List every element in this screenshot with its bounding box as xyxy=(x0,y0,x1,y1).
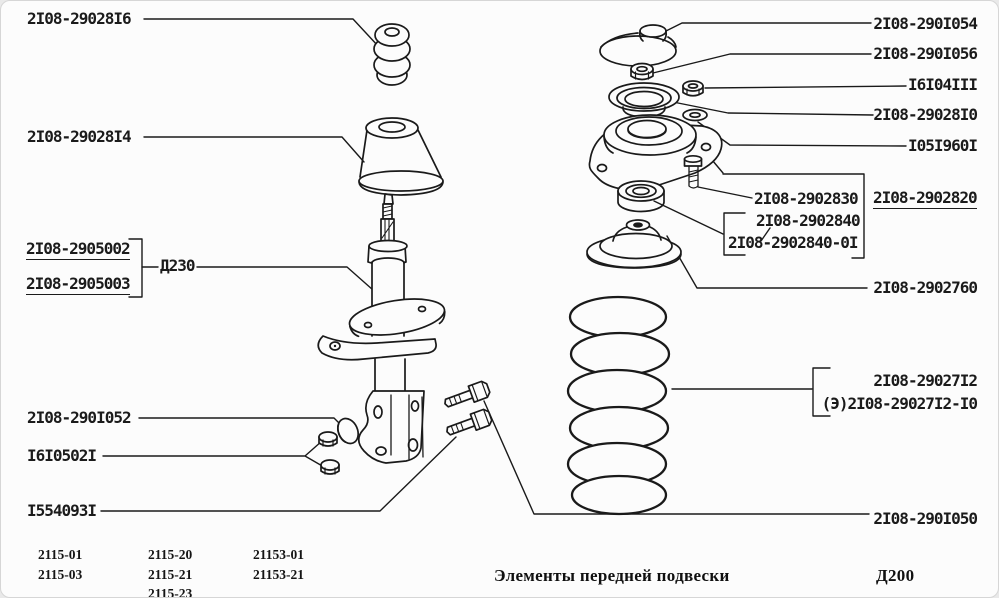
model-code: 2115-01 xyxy=(38,547,83,562)
part-label-flat-washer: I05I960I xyxy=(907,136,978,155)
protective-cap xyxy=(599,24,677,67)
part-label-support-washer: 2I08-29028I0 xyxy=(873,105,978,124)
part-label-strut-1: 2I08-2905002 xyxy=(26,239,131,260)
strut-mount xyxy=(588,114,723,191)
part-label-bump-stop: 2I08-29028I6 xyxy=(27,9,132,28)
model-code: 2115-20 xyxy=(148,547,193,562)
mount-bolt xyxy=(683,154,703,189)
coil-spring xyxy=(566,295,671,516)
part-label-nut-top: 2I08-290I056 xyxy=(873,44,978,63)
diagram-caption: Элементы передней подвески xyxy=(494,566,730,585)
part-label-spring: 2I08-29027I2 xyxy=(873,371,978,390)
part-label-spring-seat: 2I08-2902760 xyxy=(873,278,978,297)
flat-washer xyxy=(682,108,708,122)
bearing xyxy=(617,180,665,213)
part-label-nut-small: I6I04III xyxy=(907,75,978,94)
strut xyxy=(317,193,446,464)
part-label-mount-assembly: 2I08-2902820 xyxy=(873,188,978,209)
top-nut xyxy=(630,62,654,81)
part-label-bolt-lower: I554093I xyxy=(27,501,97,520)
leader-lines xyxy=(100,18,907,515)
part-label-strut-ref: Д230 xyxy=(160,256,196,275)
support-washer xyxy=(608,82,680,118)
part-label-clamp-bolt: 2I08-290I050 xyxy=(873,509,978,528)
spring-seat xyxy=(586,219,682,269)
part-label-dust-boot: 2I08-29028I4 xyxy=(27,127,132,146)
part-label-mount-bolt: 2I08-2902830 xyxy=(754,189,859,208)
washer-cup xyxy=(336,417,360,445)
part-label-strut-2: 2I08-2905003 xyxy=(26,274,131,295)
part-label-nut-lower: I6I0502I xyxy=(27,446,97,465)
model-code: 2115-21 xyxy=(148,567,193,582)
part-label-spring-alt: (Э)2I08-29027I2-I0 xyxy=(821,394,978,413)
diagram-sheet-code: Д200 xyxy=(876,566,915,585)
dust-boot xyxy=(358,117,444,196)
part-label-bearing: 2I08-2902840 xyxy=(756,211,861,230)
lower-nuts xyxy=(318,431,340,475)
model-code: 21153-21 xyxy=(253,567,305,582)
clamp-bolts xyxy=(444,380,493,436)
model-code: 21153-01 xyxy=(253,547,305,562)
part-label-cap: 2I08-290I054 xyxy=(873,14,978,33)
model-code: 2115-03 xyxy=(38,567,83,582)
model-code: 2115-23 xyxy=(148,586,193,598)
part-label-washer-cup: 2I08-290I052 xyxy=(27,408,132,427)
part-label-bearing-alt: 2I08-2902840-0I xyxy=(728,233,858,252)
small-nut xyxy=(682,80,704,97)
bump-stop xyxy=(373,23,411,86)
